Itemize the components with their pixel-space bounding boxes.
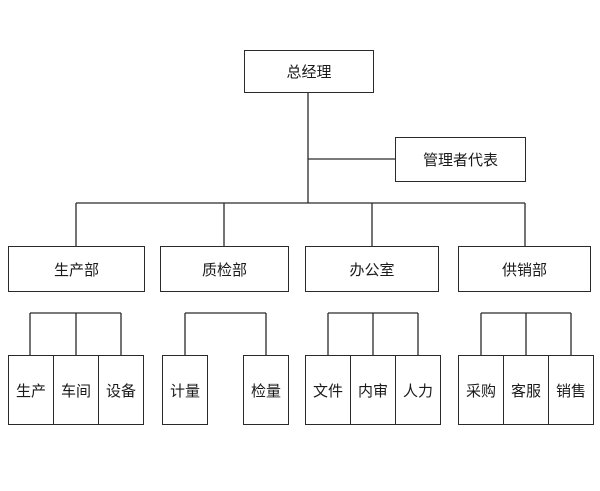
- connector-prod-children: [29, 312, 122, 355]
- connector-off-children: [327, 312, 419, 355]
- unit-customer-service: 客服: [503, 355, 549, 425]
- unit-internal-audit: 内审: [350, 355, 396, 425]
- connector-qc-children: [184, 312, 267, 355]
- unit-equipment: 设备: [98, 355, 144, 425]
- dept-production-box: 生产部: [8, 246, 145, 292]
- unit-purchasing: 采购: [458, 355, 504, 425]
- management-rep-box: 管理者代表: [395, 137, 526, 182]
- unit-hr: 人力: [395, 355, 441, 425]
- unit-inspection: 检量: [243, 355, 289, 425]
- connector-sup-children: [480, 312, 572, 355]
- unit-metering: 计量: [162, 355, 208, 425]
- unit-production: 生产: [8, 355, 54, 425]
- dept-supply-box: 供销部: [458, 246, 591, 292]
- unit-documents: 文件: [305, 355, 351, 425]
- unit-workshop: 车间: [53, 355, 99, 425]
- unit-sales: 销售: [548, 355, 594, 425]
- general-manager-box: 总经理: [244, 50, 374, 93]
- dept-quality-box: 质检部: [160, 246, 289, 292]
- dept-office-box: 办公室: [305, 246, 439, 292]
